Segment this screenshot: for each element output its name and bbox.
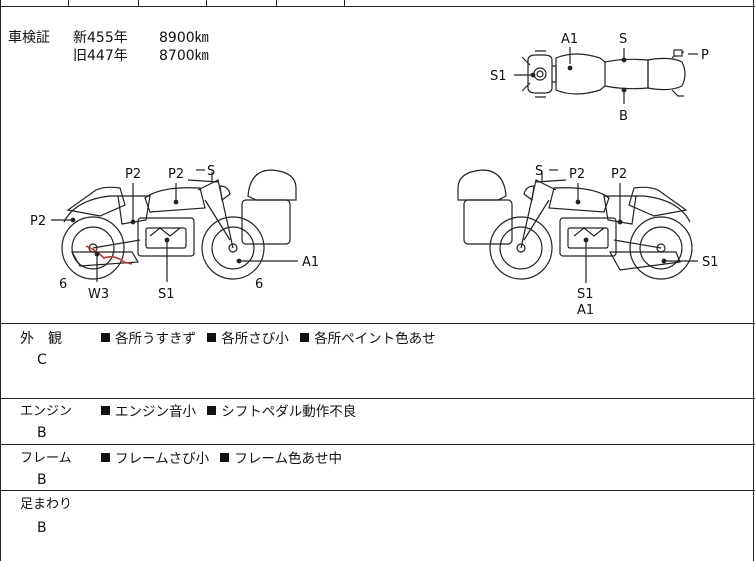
right-label-p2b: P2 — [611, 167, 627, 182]
inspection-label: 車検証 — [8, 30, 50, 46]
top-cell-divider — [138, 0, 139, 6]
motorcycle-damage-diagram: A1 S P S1 B P2 P2 S P2 A1 6 W3 S1 6 S P2… — [30, 32, 719, 318]
left-p2b-point — [173, 199, 179, 205]
top-a1-point — [567, 65, 573, 71]
left-label-s1: S1 — [158, 287, 175, 302]
left-label-w3: W3 — [88, 287, 109, 302]
engine-note: エンジン音小 — [115, 404, 196, 420]
top-cell-divider — [68, 0, 69, 6]
exterior-notes: 各所うすきず 各所さび小 各所ペイント色あせ — [101, 331, 443, 347]
top-cell-divider — [344, 0, 345, 6]
engine-notes: エンジン音小 シフトペダル動作不良 — [101, 404, 363, 420]
frame-note: フレームさび小 — [115, 451, 210, 467]
left-p2a-point — [130, 219, 136, 225]
left-damage-mark — [85, 245, 133, 265]
exterior-label: 外 観 — [20, 331, 62, 347]
top-label-b: B — [619, 109, 628, 124]
left-label-p2a: P2 — [125, 167, 141, 182]
engine-grade: B — [37, 425, 47, 441]
exterior-grade: C — [37, 352, 47, 368]
right-label-s1: S1 — [702, 255, 719, 270]
left-label-p2c: P2 — [30, 214, 46, 229]
left-label-a1: A1 — [302, 255, 319, 270]
right-p2a-point — [575, 199, 581, 205]
bullet-square-icon — [207, 333, 217, 342]
right-s1b-point — [583, 237, 589, 243]
bullet-square-icon — [220, 453, 230, 462]
top-s-point — [621, 57, 627, 63]
suspension-grade: B — [37, 520, 47, 536]
frame-label: フレーム — [20, 451, 72, 466]
left-label-p2b: P2 — [168, 167, 184, 182]
top-cell-divider — [276, 0, 277, 6]
exterior-note: 各所さび小 — [221, 331, 289, 347]
top-cell-divider — [206, 0, 207, 6]
section-divider — [0, 490, 755, 491]
right-p2b-point — [617, 219, 623, 225]
bullet-square-icon — [101, 453, 110, 462]
left-a1-point — [236, 258, 242, 264]
bullet-square-icon — [101, 333, 110, 342]
top-label-p: P — [701, 48, 709, 63]
engine-note: シフトペダル動作不良 — [221, 404, 357, 420]
right-side-motorcycle — [457, 169, 693, 280]
left-w3-point — [94, 251, 100, 257]
section-divider — [0, 398, 755, 399]
section-divider — [0, 444, 755, 445]
top-label-a1: A1 — [561, 32, 578, 47]
top-view-motorcycle — [521, 49, 686, 98]
top-s1-point — [530, 72, 536, 78]
left-side-motorcycle — [61, 169, 297, 280]
old-mileage: 8700㎞ — [159, 48, 209, 64]
right-label-s1b: S1 — [577, 287, 594, 302]
left-label-s: S — [207, 164, 215, 179]
new-mileage: 8900㎞ — [159, 30, 209, 46]
engine-label: エンジン — [20, 404, 73, 419]
right-s1-point — [661, 258, 667, 264]
right-label-s: S — [535, 164, 543, 179]
left-s1-point — [164, 237, 170, 243]
new-year-label: 新455年 — [73, 30, 128, 46]
bullet-square-icon — [207, 406, 217, 415]
top-b-point — [621, 87, 627, 93]
frame-grade: B — [37, 472, 47, 488]
top-border — [0, 6, 755, 7]
right-label-a1: A1 — [577, 303, 594, 318]
frame-note: フレーム色あせ中 — [234, 451, 343, 467]
right-label-p2a: P2 — [569, 167, 585, 182]
suspension-label: 足まわり — [20, 497, 73, 512]
exterior-note: 各所うすきず — [115, 331, 196, 347]
bullet-square-icon — [300, 333, 310, 342]
left-label-6a: 6 — [59, 277, 67, 292]
left-label-6b: 6 — [255, 277, 263, 292]
section-divider — [0, 323, 755, 324]
top-label-s: S — [619, 32, 627, 47]
exterior-note: 各所ペイント色あせ — [314, 331, 436, 347]
bullet-square-icon — [101, 406, 110, 415]
top-label-s1: S1 — [490, 69, 507, 84]
old-year-label: 旧447年 — [73, 48, 128, 64]
left-p2c-point — [70, 217, 76, 223]
frame-notes: フレームさび小 フレーム色あせ中 — [101, 451, 349, 467]
